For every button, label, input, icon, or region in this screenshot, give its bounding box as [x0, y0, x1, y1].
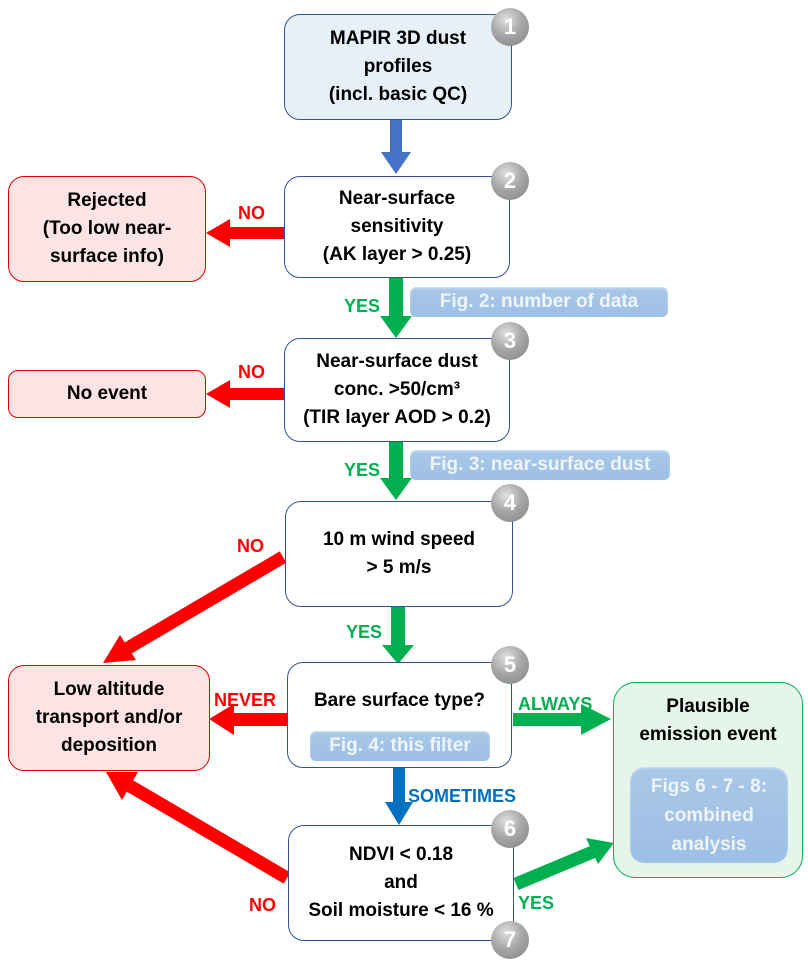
- node-1-line-1: MAPIR 3D dust: [329, 28, 467, 49]
- node-2-line-2: sensitivity: [350, 216, 444, 237]
- node-4-line-2: > 5 m/s: [366, 557, 432, 578]
- label-n4-no: NO: [237, 536, 264, 556]
- figs-tag-line-3: analysis: [671, 833, 747, 855]
- node-6-line-2: and: [384, 872, 418, 893]
- label-n3-yes: YES: [344, 460, 381, 480]
- arrow-3-to-4: [380, 440, 412, 500]
- figs-tag-line-2: combined: [664, 804, 754, 826]
- arrow-1-to-2: [381, 120, 411, 174]
- label-n5-never: NEVER: [214, 690, 277, 710]
- low-alt-line-2: transport and/or: [35, 707, 183, 728]
- node-6-line-1: NDVI < 0.18: [348, 844, 454, 865]
- plausible-line-1: Plausible: [666, 696, 750, 717]
- node-6-line-3: Soil moisture < 16 %: [308, 900, 494, 921]
- node-wind-speed: 10 m wind speed > 5 m/s: [285, 501, 513, 607]
- node-4-line-1: 10 m wind speed: [322, 529, 476, 550]
- step-badge-2: 2: [491, 162, 529, 200]
- node-ndvi-soil-moisture: NDVI < 0.18 and Soil moisture < 16 %: [288, 825, 514, 941]
- label-n2-no: NO: [238, 203, 265, 223]
- label-n6-yes: YES: [518, 893, 555, 913]
- node-rejected: Rejected (Too low near- surface info): [8, 176, 206, 282]
- arrow-2-to-3: [380, 278, 412, 338]
- node-3-line-1: Near-surface dust: [316, 351, 478, 372]
- arrow-5-to-low-altitude: [209, 704, 287, 735]
- low-alt-line-3: deposition: [60, 735, 158, 756]
- node-2-line-1: Near-surface: [338, 188, 456, 209]
- node-5-line-1: Bare surface type?: [313, 690, 486, 711]
- label-n4-yes: YES: [346, 622, 383, 642]
- step-badge-3: 3: [491, 322, 529, 360]
- node-near-surface-sensitivity: Near-surface sensitivity (AK layer > 0.2…: [284, 176, 510, 278]
- label-n2-yes: YES: [344, 296, 381, 316]
- plausible-line-2: emission event: [639, 724, 777, 745]
- arrow-5-to-plausible: [513, 704, 611, 735]
- step-badge-4: 4: [491, 484, 529, 522]
- arrow-3-to-no-event: [206, 380, 284, 408]
- node-near-surface-dust: Near-surface dust conc. >50/cm³ (TIR lay…: [284, 338, 510, 442]
- step-badge-7: 7: [491, 921, 529, 959]
- rejected-line-1: Rejected: [67, 190, 147, 211]
- fig2-tag: Fig. 2: number of data: [410, 287, 668, 317]
- node-no-event: No event: [8, 370, 206, 418]
- node-mapir-profiles: MAPIR 3D dust profiles (incl. basic QC): [284, 14, 512, 120]
- fig3-tag: Fig. 3: near-surface dust: [410, 450, 670, 480]
- rejected-line-2: (Too low near-: [42, 218, 172, 239]
- step-badge-1: 1: [491, 8, 529, 46]
- label-n5-always: ALWAYS: [518, 694, 593, 714]
- arrow-6-to-plausible: [513, 838, 614, 890]
- fig4-tag: Fig. 4: this filter: [310, 731, 490, 761]
- label-n5-sometimes: SOMETIMES: [408, 786, 517, 806]
- arrow-6-to-low-altitude: [106, 772, 291, 884]
- node-low-altitude-transport: Low altitude transport and/or deposition: [8, 665, 210, 771]
- step-badge-6: 6: [491, 810, 529, 848]
- figs-tag-line-1: Figs 6 - 7 - 8:: [650, 775, 768, 797]
- arrow-2-to-rejected: [206, 219, 284, 247]
- label-n6-no: NO: [249, 895, 276, 915]
- rejected-line-3: surface info): [49, 246, 165, 267]
- node-3-line-2: conc. >50/cm³: [333, 379, 461, 400]
- low-alt-line-1: Low altitude: [53, 679, 165, 700]
- arrow-5-to-6: [385, 768, 413, 825]
- arrow-4-to-5: [382, 607, 414, 664]
- step-badge-5: 5: [491, 646, 529, 684]
- node-3-line-3: (TIR layer AOD > 0.2): [303, 407, 491, 428]
- arrow-4-to-low-altitude: [103, 551, 287, 663]
- node-2-line-3: (AK layer > 0.25): [322, 244, 472, 265]
- label-n3-no: NO: [238, 362, 265, 382]
- node-1-line-3: (incl. basic QC): [328, 84, 468, 105]
- figs-6-7-8-tag: Figs 6 - 7 - 8: combined analysis: [630, 767, 788, 863]
- node-1-line-2: profiles: [363, 56, 433, 77]
- no-event-line-1: No event: [66, 383, 148, 404]
